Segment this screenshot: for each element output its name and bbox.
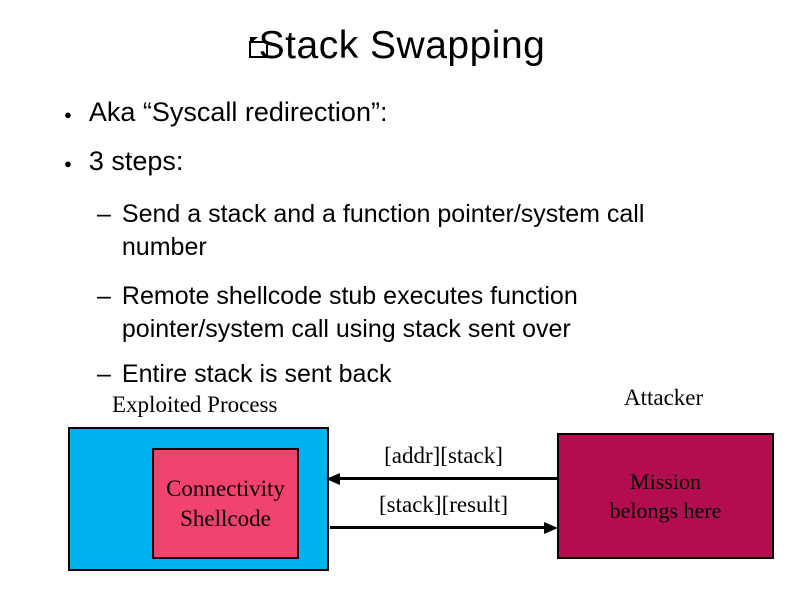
arrow-line — [330, 526, 546, 529]
bullet-icon — [64, 146, 72, 179]
bullet-icon — [64, 97, 72, 130]
dash-bullet-icon — [97, 198, 111, 264]
connectivity-shellcode-label: Connectivity Shellcode — [166, 475, 285, 531]
sub-bullet-text: Remote shellcode stub executes function … — [121, 282, 578, 343]
arrow-line — [338, 477, 557, 480]
dash-bullet-icon — [97, 358, 111, 391]
page-title: Stack Swapping — [0, 24, 794, 68]
connectivity-shellcode-box: Connectivity Shellcode — [152, 448, 299, 559]
attacker-label: Attacker — [624, 385, 704, 410]
page-title-text: Stack Swapping — [258, 24, 546, 67]
sub-bullet-item: Remote shellcode stub executes function … — [97, 280, 722, 346]
attacker-box-label: Mission belongs here — [609, 469, 722, 523]
arrow-addr-stack-label: [addr][stack] — [384, 443, 503, 468]
bullet-item: 3 steps: — [64, 146, 184, 179]
missing-glyph-box-icon — [248, 37, 268, 58]
arrowhead-right-icon — [544, 521, 558, 534]
arrowhead-left-icon — [326, 472, 340, 485]
bullet-text: Aka “Syscall redirection”: — [88, 97, 388, 127]
exploited-process-label: Exploited Process — [112, 392, 278, 417]
dash-bullet-icon — [97, 280, 111, 346]
attacker-box: Mission belongs here — [557, 433, 774, 559]
bullet-item: Aka “Syscall redirection”: — [64, 97, 388, 130]
sub-bullet-item: Send a stack and a function pointer/syst… — [97, 198, 722, 264]
arrow-stack-result-label: [stack][result] — [379, 492, 508, 517]
bullet-text: 3 steps: — [88, 146, 184, 176]
sub-bullet-text: Send a stack and a function pointer/syst… — [121, 200, 645, 261]
sub-bullet-item: Entire stack is sent back — [97, 358, 722, 391]
sub-bullet-text: Entire stack is sent back — [121, 360, 392, 388]
